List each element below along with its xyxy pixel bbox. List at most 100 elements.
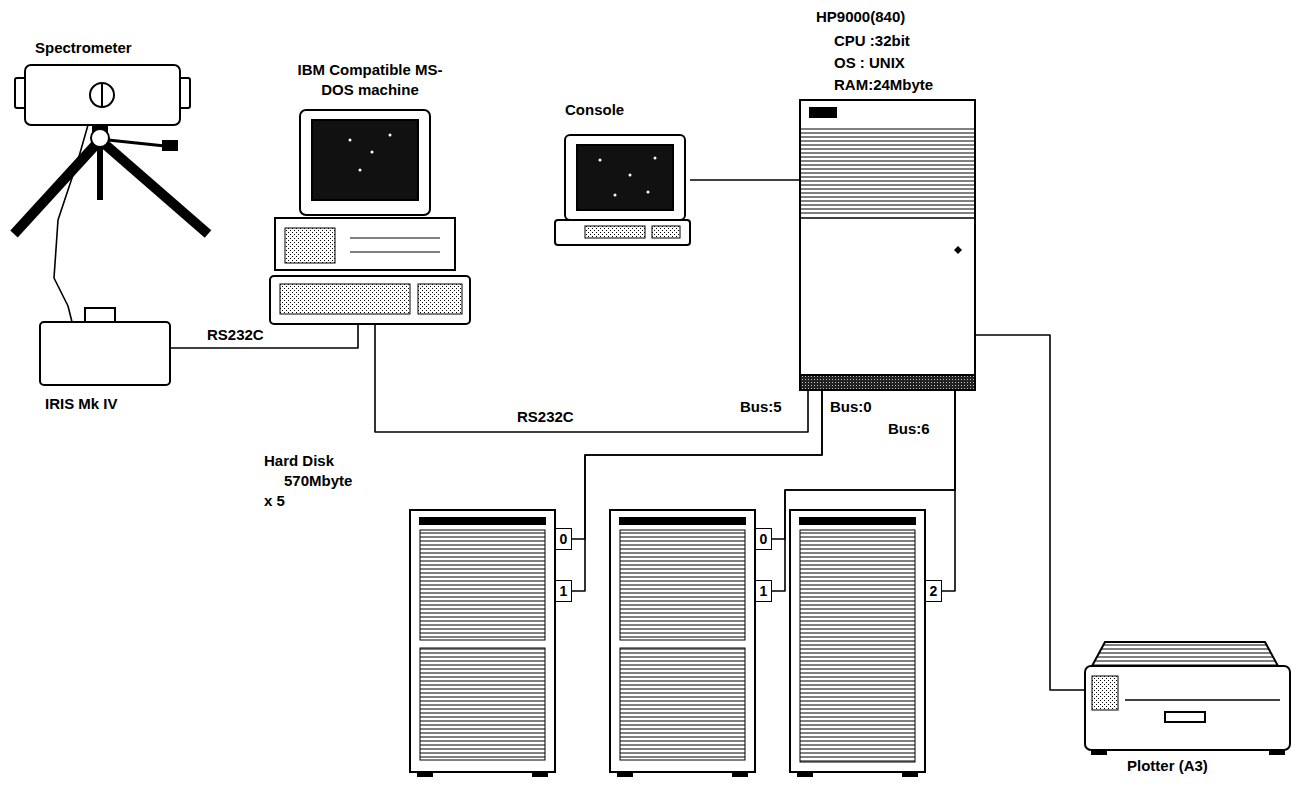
server-drawing — [800, 375, 975, 390]
device-spec: RAM:24Mbyte — [834, 75, 933, 95]
server-drawing — [800, 100, 975, 375]
pc-drawing — [389, 134, 392, 137]
console-drawing — [614, 194, 617, 197]
pc-drawing — [312, 120, 418, 200]
disk-number: 2 — [925, 580, 942, 602]
plotter-drawing — [1165, 712, 1205, 722]
plotter-drawing — [1085, 642, 1290, 754]
interface-label: RS232C — [205, 326, 266, 344]
connection-line — [690, 179, 800, 181]
disk-cabinet-drawing — [800, 518, 915, 524]
spectrometer-drawing — [14, 65, 208, 234]
pc-drawing — [275, 218, 455, 270]
device-name: IBM Compatible MS-DOS machine — [287, 60, 453, 100]
pc-drawing — [300, 110, 430, 215]
plotter-drawing — [1092, 676, 1118, 710]
controller-box: IRIS Mk IV — [40, 322, 170, 385]
controller-box-drawing — [40, 322, 170, 385]
console-drawing — [652, 226, 680, 238]
device-spec: CPU :32bit — [834, 31, 910, 51]
spectrometer-drawing — [97, 140, 103, 200]
pc-workstation: IBM Compatible MS-DOS machine — [270, 110, 470, 325]
disk-cabinet-drawing — [533, 772, 547, 776]
disk-unit-number: 0 — [760, 531, 768, 547]
pc-drawing — [285, 228, 335, 263]
device-name: Console — [565, 100, 624, 120]
console-drawing — [555, 220, 690, 245]
spectrometer: Spectrometer — [25, 65, 180, 125]
disk-number: 0 — [555, 528, 572, 550]
disk-cabinet-drawing — [620, 530, 745, 640]
disk-cabinet-drawing — [733, 772, 747, 776]
device-name: IRIS Mk IV — [45, 394, 118, 414]
pc-drawing — [359, 169, 362, 172]
disk-cabinet-drawing — [410, 510, 925, 776]
device-name: Spectrometer — [35, 38, 132, 58]
disk-cabinet-drawing — [618, 772, 632, 776]
signal-cable — [54, 125, 88, 322]
spectrometer-drawing — [163, 141, 177, 150]
pc-drawing — [270, 110, 470, 324]
disk-cabinet-drawing — [800, 530, 915, 762]
pc-drawing — [280, 284, 410, 314]
spectrometer-drawing — [25, 65, 180, 125]
spectrometer-drawing — [100, 140, 208, 234]
console-drawing — [654, 157, 657, 160]
connection-line — [170, 325, 358, 348]
plotter: Plotter (A3) — [1085, 642, 1290, 752]
disk-cabinet-drawing — [620, 648, 745, 760]
disk-cabinet-drawing — [420, 648, 545, 760]
disk-number: 0 — [755, 528, 772, 550]
pc-drawing — [350, 252, 440, 253]
disk-cabinet-drawing — [798, 772, 812, 776]
pc-drawing — [270, 276, 470, 324]
disk-cabinet-drawing — [620, 518, 745, 524]
connection-line — [942, 390, 955, 591]
bus-label: Bus:6 — [886, 420, 932, 438]
plotter-drawing — [1092, 750, 1106, 754]
spectrometer-drawing — [90, 83, 114, 107]
spectrometer-drawing — [101, 84, 103, 106]
server-drawing — [954, 246, 962, 254]
console-drawing — [585, 226, 645, 238]
disk-cabinet-drawing — [420, 530, 545, 640]
console-drawing — [629, 174, 632, 177]
server-drawing — [800, 217, 975, 219]
bus-label: Bus:0 — [828, 398, 874, 416]
console-drawing — [555, 135, 690, 245]
disk-label: 570Mbyte — [282, 472, 354, 490]
plotter-drawing — [1092, 642, 1278, 666]
disk-number: 1 — [555, 580, 572, 602]
plotter-drawing — [1085, 666, 1290, 750]
disk-unit-number: 2 — [930, 583, 938, 599]
device-name: Plotter (A3) — [1127, 756, 1208, 776]
disk-cabinet-drawing — [903, 772, 917, 776]
spectrometer-drawing — [14, 140, 100, 234]
pc-drawing — [418, 284, 462, 314]
controller-box-drawing — [40, 308, 170, 385]
spectrometer-drawing — [91, 129, 109, 147]
disk-number: 1 — [755, 580, 772, 602]
disk-unit-number: 0 — [560, 531, 568, 547]
disk-cabinet-drawing — [420, 518, 545, 524]
disk-unit-number: 1 — [760, 583, 768, 599]
disk-label: Hard Disk — [262, 452, 336, 470]
controller-box-drawing — [85, 308, 115, 322]
server-drawing — [810, 108, 836, 117]
disk-cabinet-drawing — [790, 510, 925, 772]
pc-drawing — [349, 139, 352, 142]
pc-drawing — [371, 151, 374, 154]
disk-unit-number: 1 — [560, 583, 568, 599]
device-spec: OS : UNIX — [834, 53, 905, 73]
disk-cabinet-drawing — [610, 510, 755, 772]
console-drawing — [565, 135, 685, 220]
spectrometer-drawing — [108, 140, 165, 146]
pc-drawing — [350, 238, 440, 239]
plotter-drawing — [1125, 699, 1280, 701]
server-drawing — [801, 128, 974, 216]
console-drawing — [577, 145, 673, 210]
